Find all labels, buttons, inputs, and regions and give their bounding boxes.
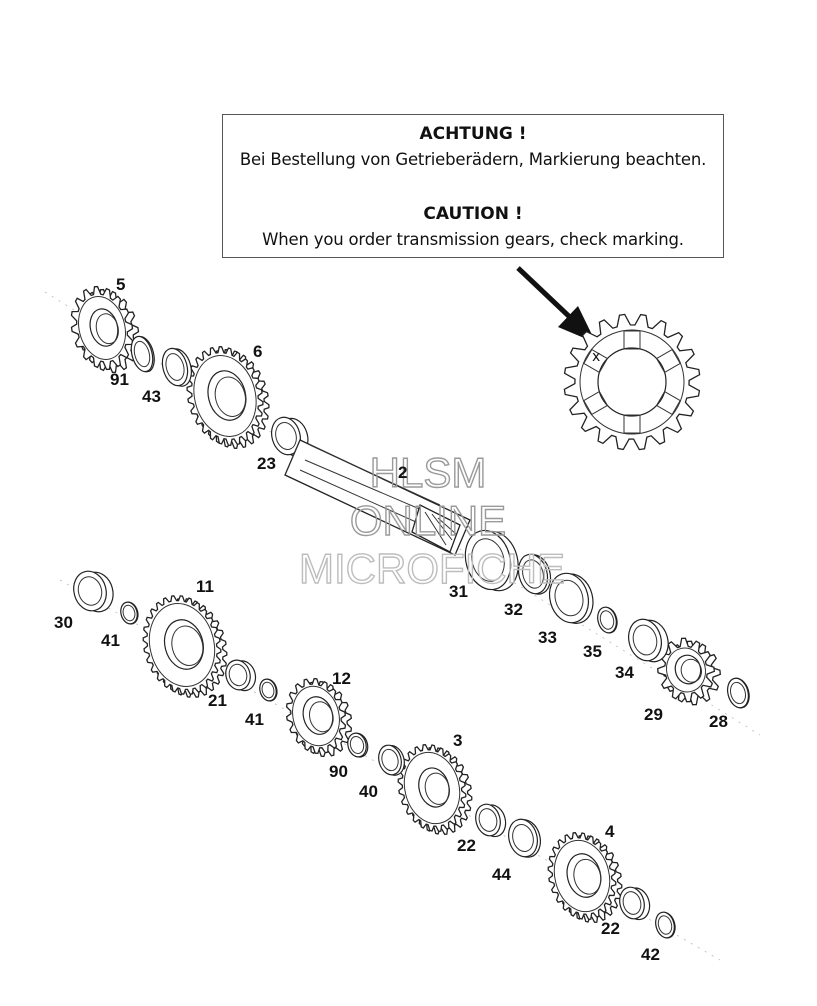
watermark: HLSM ONLINE MICROFICHE xyxy=(298,448,565,592)
watermark-line1: HLSM xyxy=(370,449,487,496)
part-labels: 5 91 43 6 23 2 31 32 33 35 34 29 28 30 4… xyxy=(54,275,728,964)
sprocket-29 xyxy=(657,637,721,706)
part-label-12: 12 xyxy=(332,669,351,688)
circlip-91 xyxy=(130,335,155,373)
part-label-41: 41 xyxy=(101,631,120,650)
washer-43 xyxy=(161,347,192,387)
gear-12 xyxy=(285,677,353,758)
watermark-line3: MICROFICHE xyxy=(299,545,565,592)
caution-arrow xyxy=(516,266,596,343)
part-label-6: 6 xyxy=(253,342,262,361)
bushing-22 xyxy=(475,803,507,838)
o-ring-35 xyxy=(597,606,618,634)
gear-3 xyxy=(397,744,473,835)
part-label-90: 90 xyxy=(329,762,348,781)
part-label-41-second: 41 xyxy=(245,710,264,729)
part-label-22: 22 xyxy=(457,836,476,855)
notice-heading-german: ACHTUNG ! xyxy=(419,124,527,144)
marking-x: x xyxy=(592,349,600,365)
bushing-21 xyxy=(225,659,257,692)
part-label-28: 28 xyxy=(709,712,728,731)
washer-44 xyxy=(508,818,542,858)
seal-33 xyxy=(548,572,594,624)
circlip-41-second xyxy=(259,678,278,702)
notice-text-english: When you order transmission gears, check… xyxy=(262,230,684,249)
part-label-91: 91 xyxy=(110,370,129,389)
part-label-5: 5 xyxy=(116,275,125,294)
part-label-43: 43 xyxy=(142,387,161,406)
part-label-4: 4 xyxy=(605,822,615,841)
gear-drawings xyxy=(70,285,721,923)
part-label-32: 32 xyxy=(504,600,523,619)
part-label-31: 31 xyxy=(449,582,468,601)
gear-6 xyxy=(186,346,270,449)
detail-gear-with-marking xyxy=(563,313,701,451)
part-label-40: 40 xyxy=(359,782,378,801)
circlip-42 xyxy=(655,911,676,939)
part-label-34: 34 xyxy=(615,663,634,682)
part-label-33: 33 xyxy=(538,628,557,647)
washer-40 xyxy=(378,744,405,776)
part-label-42: 42 xyxy=(641,945,660,964)
part-label-11: 11 xyxy=(196,577,214,596)
caution-notice-box: ACHTUNG ! Bei Bestellung von Getrieberäd… xyxy=(222,114,724,258)
gear-5 xyxy=(70,285,140,374)
main-shaft xyxy=(284,439,471,556)
part-label-35: 35 xyxy=(583,642,602,661)
part-label-23: 23 xyxy=(257,454,276,473)
bearing-31 xyxy=(464,529,519,592)
watermark-line2: ONLINE xyxy=(350,497,506,544)
part-label-2: 2 xyxy=(398,463,407,482)
part-label-44: 44 xyxy=(492,865,511,884)
part-label-29: 29 xyxy=(644,705,663,724)
bushing-22-second xyxy=(619,886,651,921)
part-label-30: 30 xyxy=(54,613,73,632)
part-label-22-second: 22 xyxy=(601,919,620,938)
bearing-30 xyxy=(73,570,114,613)
notice-text-german: Bei Bestellung von Getrieberädern, Marki… xyxy=(239,150,707,169)
part-label-21: 21 xyxy=(208,691,227,710)
spacer-34 xyxy=(628,618,669,663)
gear-11 xyxy=(142,595,228,698)
gear-4 xyxy=(547,832,623,923)
notice-heading-english: CAUTION ! xyxy=(423,204,523,224)
circlip-90 xyxy=(347,732,369,758)
washer-32 xyxy=(517,553,552,595)
circlip-41 xyxy=(120,601,139,625)
circlip-28 xyxy=(726,677,750,709)
ring-drawings xyxy=(73,335,750,939)
part-label-3: 3 xyxy=(453,731,462,750)
